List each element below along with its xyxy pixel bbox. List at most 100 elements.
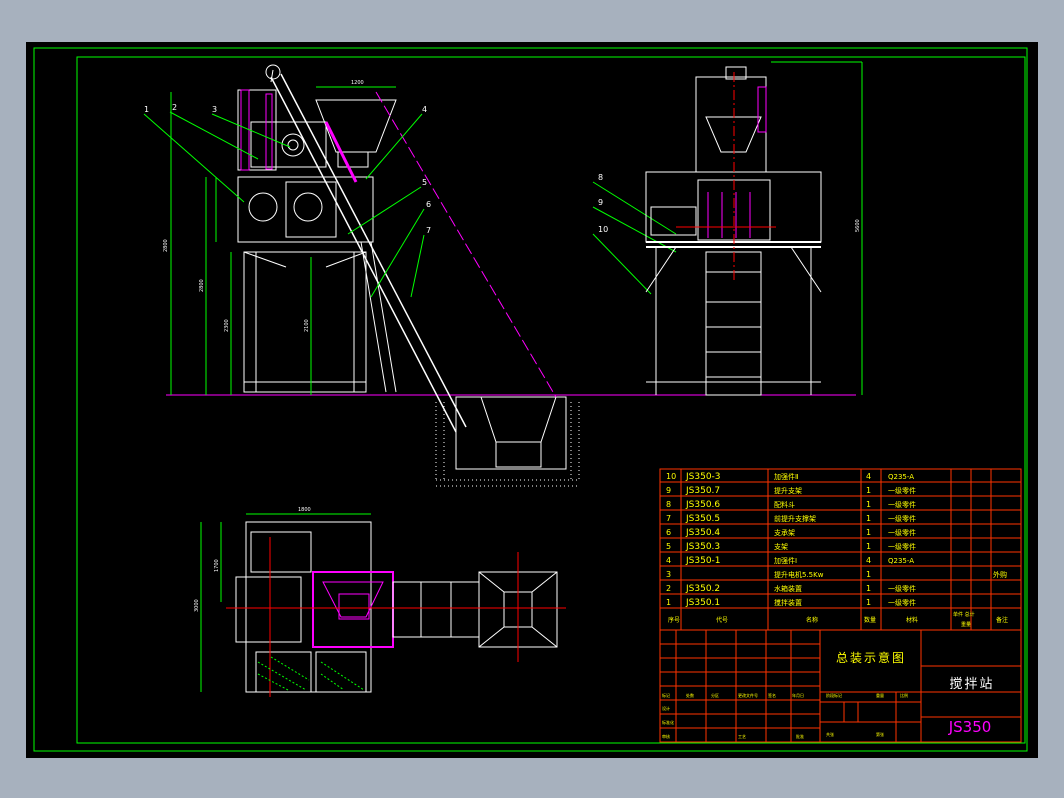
dim-left-h1: 2800	[163, 239, 169, 252]
header-weight: 单件 总计	[953, 611, 975, 618]
table-cell-qty: 1	[866, 584, 871, 593]
table-cell-code: JS350.2	[685, 584, 720, 594]
table-cell-no: 7	[666, 514, 671, 523]
table-cell-no: 4	[666, 556, 671, 565]
dim-left-h4: 2100	[304, 319, 310, 332]
outer-border	[33, 47, 1028, 752]
front-view	[166, 64, 856, 487]
table-cell-name: 水箱装置	[774, 584, 802, 593]
dim-plan-h1: 1700	[214, 559, 220, 572]
table-cell-code: JS350.5	[685, 514, 720, 524]
balloon-1: 1	[144, 105, 149, 114]
table-cell-material: 一级零件	[888, 598, 916, 607]
title-block-label: 处数	[686, 692, 694, 698]
table-cell-material: Q235-A	[888, 473, 914, 481]
table-cell-qty: 1	[866, 528, 871, 537]
dim-top-width: 1200	[351, 80, 364, 86]
balloon-9: 9	[598, 198, 603, 207]
side-view	[645, 61, 863, 396]
title-block-label: 标准化	[662, 719, 674, 725]
table-cell-code: JS350.4	[685, 528, 720, 538]
title-block-label: 批准	[796, 733, 804, 739]
balloon-10: 10	[598, 225, 608, 234]
table-cell-no: 9	[666, 486, 671, 495]
balloon-5: 5	[422, 178, 427, 187]
drawing-title: 总装示意图	[836, 650, 906, 665]
dim-side-total: 5600	[855, 219, 861, 232]
parts-table	[659, 468, 1022, 743]
table-cell-code: JS350-3	[685, 472, 721, 482]
title-block-label: 共张	[826, 731, 834, 737]
table-cell-code: JS350.6	[685, 500, 720, 510]
product-name: 搅拌站	[949, 676, 994, 692]
header-code: 代号	[716, 616, 728, 624]
plan-view	[200, 513, 566, 697]
table-cell-code: JS350-1	[685, 556, 721, 566]
table-cell-name: 加强件Ⅱ	[774, 472, 798, 481]
table-cell-no: 5	[666, 542, 671, 551]
table-cell-name: 提升支架	[774, 486, 802, 495]
text-layer: 1 2 3 4 5 6 7 8 9 10 1200 2800 2800 2300 2100 5600 1800 1…	[144, 80, 1008, 739]
table-cell-material: 一级零件	[888, 514, 916, 523]
table-cell-material: 一级零件	[888, 528, 916, 537]
table-cell-material: Q235-A	[888, 557, 914, 565]
table-cell-material: 一级零件	[888, 486, 916, 495]
table-cell-name: 前提升支撑架	[774, 514, 816, 523]
cad-drawing-canvas[interactable]: 1 2 3 4 5 6 7 8 9 10 1200 2800 2800 2300 2100 5600 1800 1…	[26, 42, 1038, 758]
dim-left-h3: 2300	[224, 319, 230, 332]
title-block-label: 工艺	[738, 734, 746, 739]
balloon-6: 6	[426, 200, 431, 209]
table-cell-code: JS350.7	[685, 486, 720, 496]
balloon-3: 3	[212, 105, 217, 114]
table-cell-qty: 1	[866, 542, 871, 551]
balloon-leaders	[143, 111, 677, 298]
dim-left-h2: 2800	[199, 279, 205, 292]
table-cell-name: 加强件Ⅰ	[774, 556, 797, 565]
table-cell-no: 2	[666, 584, 671, 593]
title-block-label: 更改文件号	[738, 692, 758, 698]
title-block-label: 签名	[768, 692, 776, 698]
table-cell-no: 10	[666, 472, 676, 481]
title-block-label: 比例	[900, 692, 908, 698]
table-cell-name: 搅拌装置	[774, 598, 802, 607]
title-block-label: 审核	[662, 733, 670, 739]
table-cell-qty: 1	[866, 514, 871, 523]
table-cell-no: 6	[666, 528, 671, 537]
table-cell-qty: 1	[866, 486, 871, 495]
title-block-label: 年月日	[792, 692, 804, 698]
table-cell-code: JS350.1	[685, 598, 720, 608]
table-cell-qty: 4	[866, 472, 871, 481]
title-block-label: 设计	[662, 705, 670, 711]
title-block-label: 第张	[876, 731, 884, 737]
balloon-4: 4	[422, 105, 427, 114]
table-cell-qty: 4	[866, 556, 871, 565]
drawing-number: JS350	[948, 718, 992, 736]
drawing-sheet: 1 2 3 4 5 6 7 8 9 10 1200 2800 2800 2300 2100 5600 1800 1…	[33, 47, 1028, 752]
title-block-label: 标记	[662, 692, 670, 698]
balloon-7: 7	[426, 226, 431, 235]
table-cell-code: JS350.3	[685, 542, 720, 552]
inner-border	[76, 56, 1026, 744]
table-cell-no: 1	[666, 598, 671, 607]
table-cell-qty: 1	[866, 500, 871, 509]
dim-plan-width: 1800	[298, 507, 311, 513]
table-cell-material: 一级零件	[888, 500, 916, 509]
title-block-label: 阶段标记	[826, 692, 842, 698]
table-cell-note: 外购	[993, 570, 1007, 579]
header-weight-sub: 重量	[961, 621, 971, 628]
table-cell-no: 8	[666, 500, 671, 509]
dim-plan-h2: 3000	[194, 599, 200, 612]
balloon-8: 8	[598, 173, 603, 182]
table-cell-name: 支架	[774, 542, 788, 551]
table-cell-name: 提升电机5.5Kw	[774, 570, 824, 579]
table-cell-material: 一级零件	[888, 542, 916, 551]
header-no: 序号	[668, 616, 680, 624]
header-note: 备注	[996, 616, 1008, 624]
table-cell-material: 一级零件	[888, 584, 916, 593]
header-qty: 数量	[864, 616, 876, 624]
table-cell-name: 支承架	[774, 528, 795, 537]
title-block-label: 重量	[876, 692, 884, 698]
header-name: 名称	[806, 616, 818, 624]
table-cell-qty: 1	[866, 598, 871, 607]
table-cell-name: 配料斗	[774, 500, 795, 509]
